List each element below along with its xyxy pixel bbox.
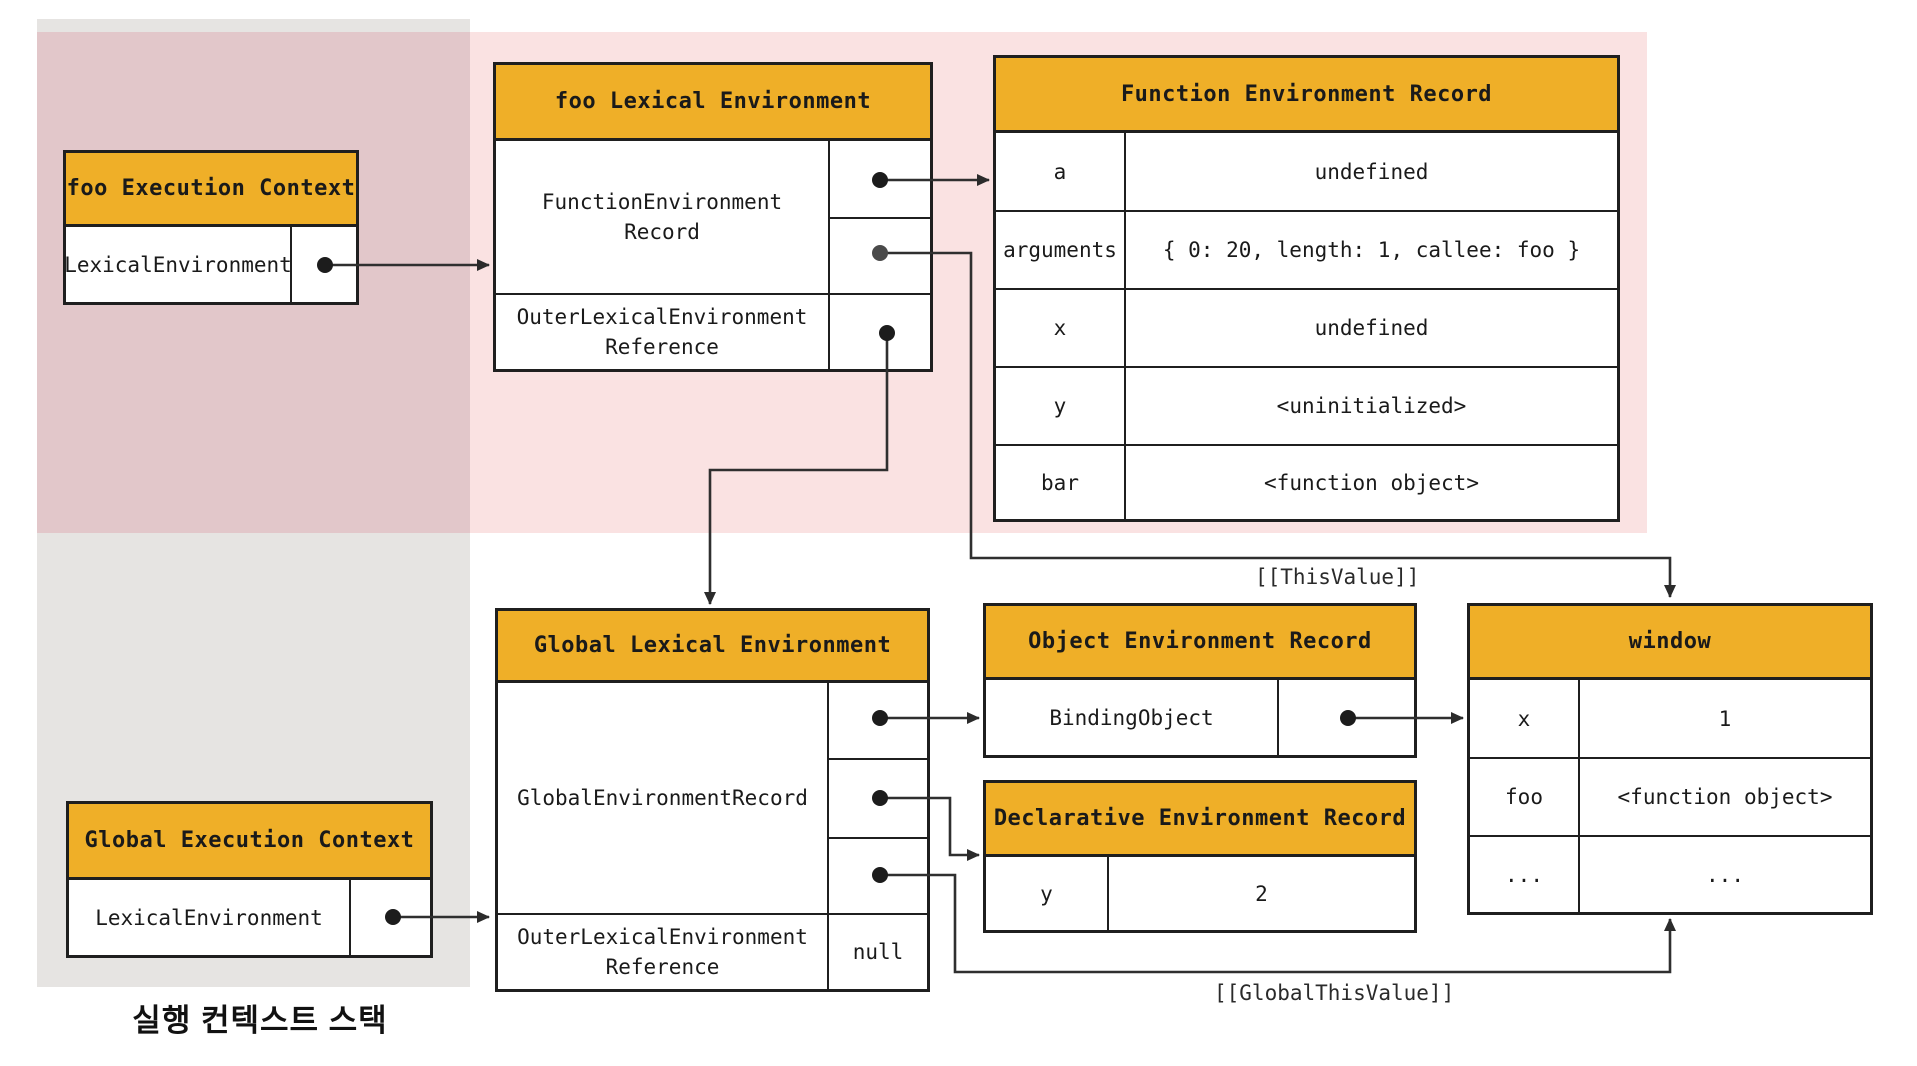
table-row: x 1: [1470, 680, 1870, 757]
global-execution-context-box: Global Execution Context LexicalEnvironm…: [66, 801, 433, 958]
record-value: 2: [1107, 857, 1414, 930]
record-value: <uninitialized>: [1124, 368, 1617, 444]
function-environment-record-header: Function Environment Record: [996, 58, 1617, 133]
table-row: a undefined: [996, 133, 1617, 210]
function-environment-record-box: Function Environment Record a undefined …: [993, 55, 1620, 522]
record-value: { 0: 20, length: 1, callee: foo }: [1124, 212, 1617, 288]
record-value: ...: [1578, 837, 1870, 912]
foo-lexical-environment-header: foo Lexical Environment: [496, 65, 930, 141]
pointer-cell: [829, 758, 927, 837]
object-environment-record-box: Object Environment Record BindingObject: [983, 603, 1417, 758]
record-key: bar: [1041, 470, 1079, 495]
outer-lexical-environment-reference-cell: OuterLexicalEnvironment Reference: [496, 293, 828, 369]
this-value-label: [[ThisValue]]: [1255, 565, 1420, 589]
record-key: x: [1053, 316, 1067, 340]
table-row: foo <function object>: [1470, 757, 1870, 835]
lexical-environment-cell: LexicalEnvironment: [95, 905, 323, 930]
pointer-cell: [829, 837, 927, 913]
record-key: a: [1053, 159, 1067, 184]
record-value: undefined: [1124, 290, 1617, 366]
stack-caption: 실행 컨텍스트 스택: [132, 1003, 388, 1038]
pointer-cell: [830, 217, 930, 293]
foo-execution-context-box: foo Execution Context LexicalEnvironment: [63, 150, 359, 305]
lexical-environment-cell: LexicalEnvironment: [64, 252, 292, 277]
table-row: arguments { 0: 20, length: 1, callee: fo…: [996, 210, 1617, 288]
table-row: y <uninitialized>: [996, 366, 1617, 444]
record-key: foo: [1505, 785, 1543, 809]
window-object-box: window x 1 foo <function object> ... ...: [1467, 603, 1873, 915]
pointer-cell: [830, 141, 930, 217]
record-key: y: [1040, 881, 1053, 906]
pointer-cell: [830, 293, 930, 369]
global-lexical-environment-box: Global Lexical Environment GlobalEnviron…: [495, 608, 930, 992]
global-execution-context-header: Global Execution Context: [69, 804, 430, 880]
record-value: <function object>: [1124, 446, 1617, 519]
declarative-environment-record-box: Declarative Environment Record y 2: [983, 780, 1417, 933]
foo-lexical-environment-box: foo Lexical Environment FunctionEnvironm…: [493, 62, 933, 372]
pointer-cell: [290, 227, 356, 302]
object-environment-record-header: Object Environment Record: [986, 606, 1414, 680]
null-cell: null: [829, 913, 927, 989]
pointer-cell: [829, 683, 927, 758]
function-environment-record-cell: FunctionEnvironment Record: [541, 189, 783, 244]
binding-object-cell: BindingObject: [1049, 705, 1214, 730]
record-key: arguments: [1003, 238, 1117, 262]
global-this-value-label: [[GlobalThisValue]]: [1214, 981, 1455, 1005]
window-object-header: window: [1470, 606, 1870, 680]
record-key: y: [1053, 394, 1067, 418]
table-row: x undefined: [996, 288, 1617, 366]
table-row: y 2: [986, 857, 1414, 930]
outer-lexical-environment-reference-cell: OuterLexicalEnvironment Reference: [498, 913, 827, 989]
record-key: x: [1517, 706, 1531, 731]
pointer-cell: [349, 880, 430, 955]
record-value: <function object>: [1578, 759, 1870, 835]
table-row: bar <function object>: [996, 444, 1617, 519]
record-key: ...: [1505, 862, 1543, 887]
record-value: undefined: [1124, 133, 1617, 210]
global-environment-record-cell: GlobalEnvironmentRecord: [517, 786, 808, 810]
table-row: ... ...: [1470, 835, 1870, 912]
pointer-cell: [1277, 680, 1414, 755]
declarative-environment-record-header: Declarative Environment Record: [986, 783, 1414, 857]
global-lexical-environment-header: Global Lexical Environment: [498, 611, 927, 683]
record-value: 1: [1578, 680, 1870, 757]
foo-execution-context-header: foo Execution Context: [66, 153, 356, 227]
